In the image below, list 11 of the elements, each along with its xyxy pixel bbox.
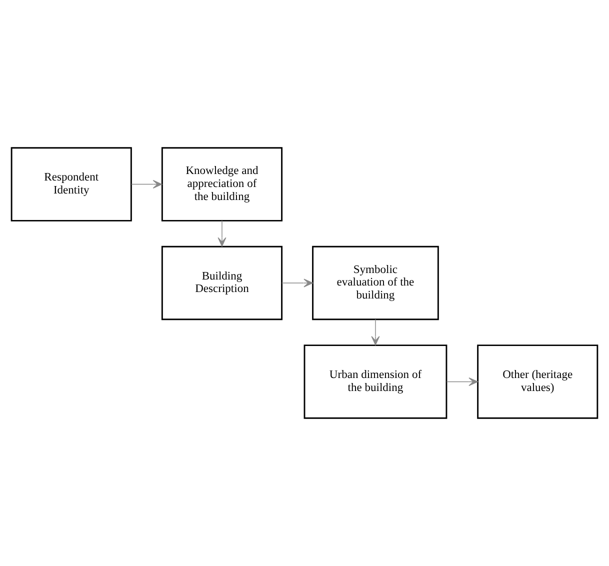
node-box: Building Description [161,246,283,320]
arrow [131,180,162,189]
arrow [282,278,313,288]
node-box: Symbolic evaluation of the building [312,246,439,320]
arrow [218,220,226,247]
arrow [371,319,380,346]
node-box: Knowledge and appreciation of the building [161,147,283,222]
arrow [446,377,478,386]
node-box: Other (heritage values) [477,344,598,419]
node-box: Urban dimension of the building [304,344,448,419]
node-box: Respondent Identity [10,147,132,222]
